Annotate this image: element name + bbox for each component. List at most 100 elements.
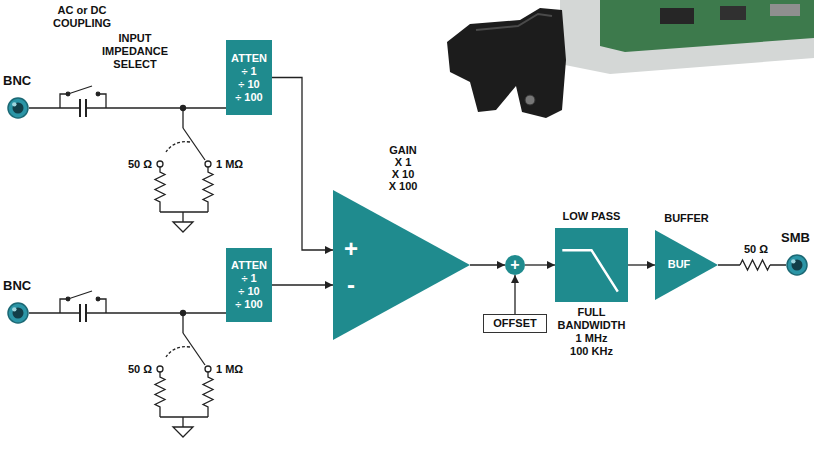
output-resistor [740,258,770,272]
text-group: + [505,255,525,275]
ground-wire [160,212,208,222]
component-label: 1 MΩ [216,363,256,376]
resistor-symbol [203,372,213,417]
box-fill [226,248,272,322]
connector-shine [12,102,16,106]
capacitor-plates [80,99,86,117]
component-label: INPUT IMPEDANCE SELECT [98,32,172,71]
node-text: ÷ 10 [238,78,259,91]
ground-symbol [173,427,193,437]
capacitor-symbol [80,99,86,117]
lowpass-filter: LOW PASSFULL BANDWIDTH1 MHz100 KHz [555,228,628,302]
connector-shine [791,259,795,263]
switch-travel [166,142,190,152]
node-outline [7,302,29,324]
impedance-select [155,106,213,233]
node-text: ÷ 1 [241,65,256,78]
component-label: 1 MΩ [216,158,256,171]
text-group: FULL BANDWIDTH1 MHz100 KHz [545,306,638,358]
signal-wire [470,264,505,265]
text-group: - [339,272,363,298]
switch-terminal [157,161,163,167]
resistor-symbol [155,372,165,417]
switch-arm [68,291,92,299]
box-outline [484,315,547,333]
connector-body [8,98,28,118]
ground-symbol [173,222,193,232]
capacitor-plates [80,304,86,322]
text-group: BNC [3,73,43,88]
node-outline [7,97,29,119]
text-group: SMB [770,230,810,245]
filter-response [562,250,617,291]
capacitor-symbol [80,304,86,322]
signal-wire [628,264,655,265]
text-group: LOW PASS [540,210,643,223]
node-text: FULL BANDWIDTH [545,306,638,332]
node-text: - [339,272,363,298]
ejector-handle [447,8,566,118]
bnc-connector: BNC [7,302,29,324]
node-text: SMB [770,230,810,245]
board-chip [660,8,694,24]
node-text: ÷ 10 [238,285,259,298]
node-text: GAIN [373,144,433,156]
node-text: X 100 [373,180,433,192]
connector-shine [12,307,16,311]
capacitor-gap [81,305,85,321]
text-group: + [339,236,363,262]
node-text: ATTEN [231,259,267,272]
signal-wire [272,78,333,251]
resistor-gap [740,258,770,272]
node-outline [555,228,628,302]
box-fill [555,228,628,302]
switch-arm [183,333,205,365]
node-text: ÷ 100 [235,91,262,104]
switch-terminal [205,161,211,167]
text-group: BUFFER [647,212,726,225]
component-label: 50 Ω [736,243,776,256]
node-outline [333,190,470,340]
node-text: X 10 [373,168,433,180]
resistor-symbol [740,260,770,270]
resistor-symbol [203,167,213,212]
text-group: ATTEN÷ 1÷ 10÷ 100 [226,40,272,115]
signal-wire [514,275,515,314]
node-text: ATTEN [231,52,267,65]
signal-wire [29,107,226,108]
node-text: X 1 [373,156,433,168]
text-group: ATTEN÷ 1÷ 10÷ 100 [226,248,272,322]
summing-circle [505,255,525,275]
board-chip [720,6,746,20]
offset-box: OFFSET [483,314,547,333]
switch-wire [182,108,183,128]
impedance-select [155,311,213,438]
node-text: BNC [3,73,43,88]
switch-contact [96,92,100,96]
switch-contact [66,297,70,301]
component-label: AC or DC COUPLING [48,4,116,30]
resistor-symbol [155,167,165,212]
text-group: GAINX 1X 10X 100 [373,144,433,192]
switch-wire [182,313,183,333]
switch-contact [66,92,70,96]
attenuator-box: ATTEN÷ 1÷ 10÷ 100 [226,248,272,322]
text-group: BNC [3,278,43,293]
component-label: 50 Ω [116,158,152,171]
node-text: BNC [3,278,43,293]
node-text: BUF [659,258,699,271]
attenuator-box: ATTEN÷ 1÷ 10÷ 100 [226,40,272,115]
text-group: BUF [659,258,699,271]
node-text: 1 MHz [545,332,638,345]
connector-body [787,255,807,275]
connector-pin [13,103,24,114]
connector-pin [13,308,24,319]
module-panel [560,0,814,74]
box-fill [226,40,272,115]
connector-pin [792,260,803,271]
handle-highlight [476,14,552,30]
connector-body [8,303,28,323]
node-text: LOW PASS [540,210,643,223]
signal-wire [272,284,333,285]
signal-wire [525,264,555,265]
